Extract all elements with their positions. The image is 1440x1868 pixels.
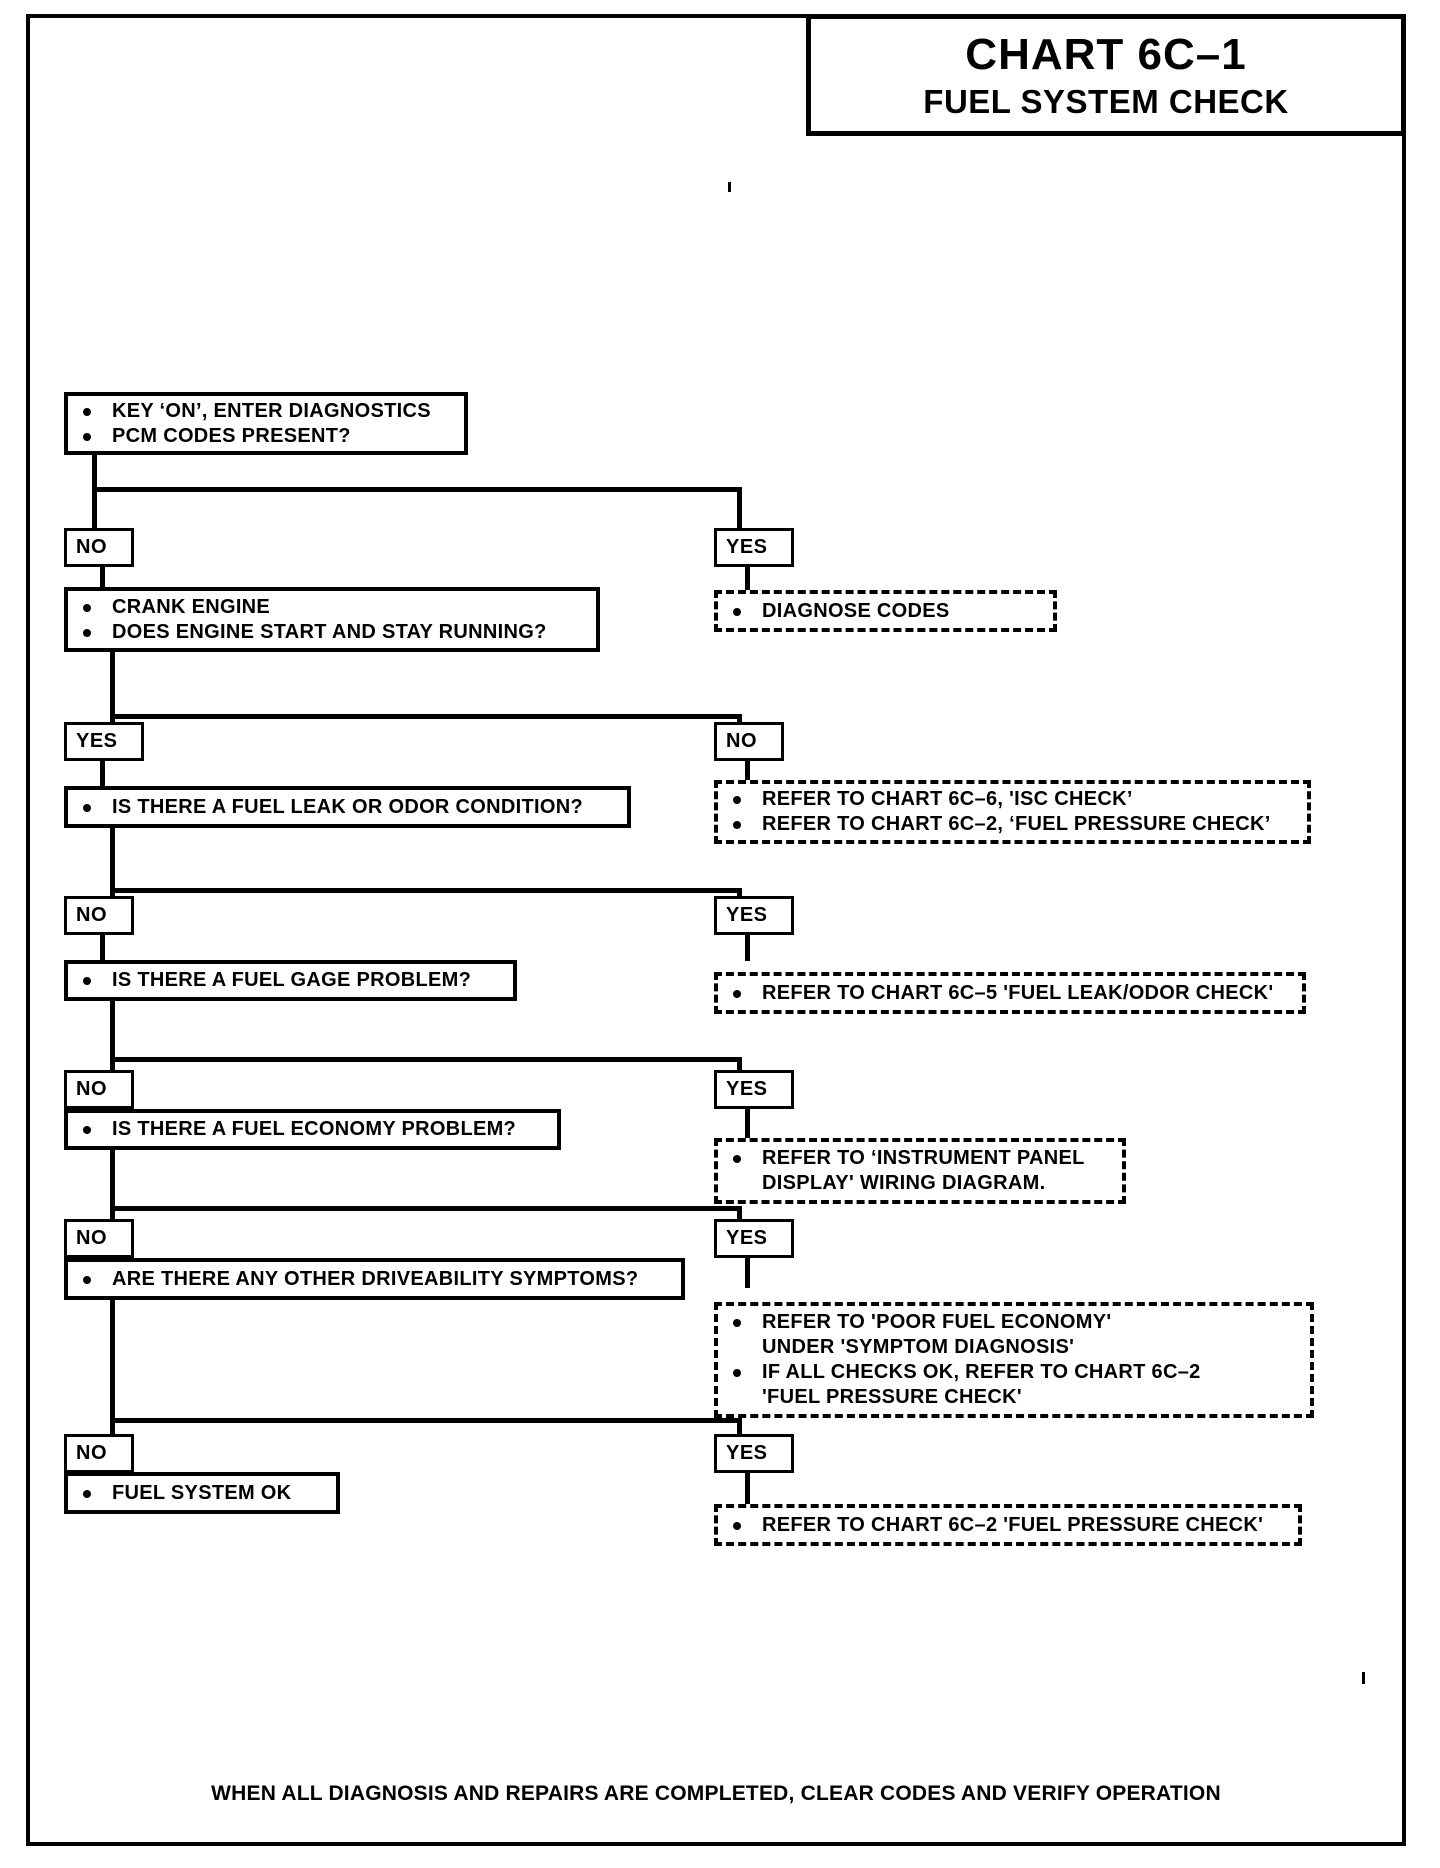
- footer-note: WHEN ALL DIAGNOSIS AND REPAIRS ARE COMPL…: [211, 1782, 1221, 1805]
- step-line: IS THERE A FUEL ECONOMY PROBLEM?: [68, 1117, 557, 1142]
- step-line: FUEL SYSTEM OK: [68, 1481, 336, 1506]
- action-line: DISPLAY' WIRING DIAGRAM.: [762, 1172, 1046, 1194]
- branch-label-text: NO: [76, 536, 107, 558]
- step-line: ARE THERE ANY OTHER DRIVEABILITY SYMPTOM…: [68, 1267, 681, 1292]
- branch-label-no-3: NO: [64, 896, 134, 935]
- branch-label-text: YES: [76, 730, 118, 752]
- connector-yes1-to-action1: [745, 567, 750, 600]
- step-box-fuel-leak-odor: IS THERE A FUEL LEAK OR ODOR CONDITION?: [64, 786, 631, 828]
- branch-label-yes-5: YES: [714, 1219, 794, 1258]
- branch-label-text: YES: [726, 904, 768, 926]
- action-line: REFER TO CHART 6C–2, ‘FUEL PRESSURE CHEC…: [718, 812, 1307, 837]
- connector-split2: [110, 714, 742, 719]
- step-line: IS THERE A FUEL LEAK OR ODOR CONDITION?: [68, 795, 627, 820]
- branch-label-text: YES: [726, 1078, 768, 1100]
- connector-split1-right-down: [737, 487, 742, 534]
- title-block: CHART 6C–1 FUEL SYSTEM CHECK: [806, 14, 1406, 136]
- step-box-crank-engine: CRANK ENGINE DOES ENGINE START AND STAY …: [64, 587, 600, 652]
- connector-split5: [110, 1206, 742, 1211]
- action-box-diagnose-codes: DIAGNOSE CODES: [714, 590, 1057, 632]
- chart-number: CHART 6C–1: [965, 29, 1247, 79]
- branch-label-yes-6: YES: [714, 1434, 794, 1473]
- branch-label-no-6: NO: [64, 1434, 134, 1473]
- connector-step6-down: [110, 1300, 115, 1418]
- connector-split1: [92, 487, 742, 492]
- action-line: REFER TO CHART 6C–5 'FUEL LEAK/ODOR CHEC…: [718, 981, 1302, 1006]
- connector-yes6-to-action6: [745, 1472, 750, 1504]
- chart-name: FUEL SYSTEM CHECK: [923, 82, 1289, 120]
- step-box-fuel-gage: IS THERE A FUEL GAGE PROBLEM?: [64, 960, 517, 1001]
- branch-label-text: NO: [76, 904, 107, 926]
- connector-step5-down: [110, 1150, 115, 1206]
- branch-label-text: YES: [726, 1227, 768, 1249]
- connector-no3-to-step4: [100, 929, 105, 961]
- step-box-driveability-symptoms: ARE THERE ANY OTHER DRIVEABILITY SYMPTOM…: [64, 1258, 685, 1300]
- branch-label-no-5: NO: [64, 1219, 134, 1258]
- step-line: KEY ‘ON’, ENTER DIAGNOSTICS: [68, 399, 464, 424]
- step-box-fuel-system-ok: FUEL SYSTEM OK: [64, 1472, 340, 1514]
- branch-label-text: NO: [76, 1078, 107, 1100]
- branch-label-text: NO: [726, 730, 757, 752]
- action-box-fuel-leak-odor-check: REFER TO CHART 6C–5 'FUEL LEAK/ODOR CHEC…: [714, 972, 1306, 1014]
- action-line: REFER TO 'POOR FUEL ECONOMY': [718, 1310, 1310, 1335]
- step-line: IS THERE A FUEL GAGE PROBLEM?: [68, 968, 513, 993]
- action-line: DIAGNOSE CODES: [718, 599, 1053, 624]
- connector-split5-left-down: [110, 1206, 115, 1224]
- branch-label-no-1: NO: [64, 528, 134, 567]
- action-box-fuel-pressure-check: REFER TO CHART 6C–2 'FUEL PRESSURE CHECK…: [714, 1504, 1302, 1546]
- connector-split6-left-down: [110, 1418, 115, 1440]
- connector-split6-right-down: [737, 1418, 742, 1440]
- action-box-isc-fuel-pressure: REFER TO CHART 6C–6, 'ISC CHECK’ REFER T…: [714, 780, 1311, 844]
- branch-label-yes-2: YES: [64, 722, 144, 761]
- branch-label-text: YES: [726, 536, 768, 558]
- connector-split4-left-down: [110, 1057, 115, 1075]
- step-line: PCM CODES PRESENT?: [68, 424, 464, 449]
- action-line: 'FUEL PRESSURE CHECK': [762, 1386, 1022, 1408]
- branch-label-yes-1: YES: [714, 528, 794, 567]
- step-box-key-on: KEY ‘ON’, ENTER DIAGNOSTICS PCM CODES PR…: [64, 392, 468, 455]
- branch-label-yes-4: YES: [714, 1070, 794, 1109]
- branch-label-text: NO: [76, 1442, 107, 1464]
- connector-split1-left-down: [92, 487, 97, 534]
- action-line: REFER TO CHART 6C–6, 'ISC CHECK’: [718, 787, 1307, 812]
- page-border: [26, 14, 1406, 1846]
- scan-speck: [1362, 1672, 1365, 1684]
- connector-step4-down: [110, 1001, 115, 1057]
- branch-label-text: YES: [726, 1442, 768, 1464]
- step-line: DOES ENGINE START AND STAY RUNNING?: [68, 620, 596, 645]
- connector-step2-down: [110, 652, 115, 714]
- step-line: CRANK ENGINE: [68, 595, 596, 620]
- scan-speck: [728, 182, 731, 192]
- action-line: REFER TO ‘INSTRUMENT PANEL: [718, 1146, 1122, 1171]
- branch-label-text: NO: [76, 1227, 107, 1249]
- connector-split4-right-down: [737, 1057, 742, 1075]
- connector-yes5-to-action5: [745, 1256, 750, 1288]
- branch-label-yes-3: YES: [714, 896, 794, 935]
- connector-step3-down: [110, 828, 115, 888]
- connector-yes3-to-action3: [745, 929, 750, 961]
- connector-split5-right-down: [737, 1206, 742, 1224]
- action-box-instrument-panel-wiring: REFER TO ‘INSTRUMENT PANEL DISPLAY' WIRI…: [714, 1138, 1126, 1204]
- action-box-poor-fuel-economy: REFER TO 'POOR FUEL ECONOMY' UNDER 'SYMP…: [714, 1302, 1314, 1418]
- connector-split3: [110, 888, 742, 893]
- branch-label-no-4: NO: [64, 1070, 134, 1109]
- connector-yes4-to-action4: [745, 1107, 750, 1139]
- connector-no1-to-step2: [100, 567, 105, 600]
- action-line: IF ALL CHECKS OK, REFER TO CHART 6C–2: [718, 1360, 1310, 1385]
- step-box-fuel-economy: IS THERE A FUEL ECONOMY PROBLEM?: [64, 1109, 561, 1150]
- branch-label-no-2: NO: [714, 722, 784, 761]
- connector-split6: [110, 1418, 742, 1423]
- connector-no2-to-action2: [745, 757, 750, 789]
- connector-yes2-to-step3: [100, 757, 105, 789]
- connector-split4: [110, 1057, 742, 1062]
- action-line: REFER TO CHART 6C–2 'FUEL PRESSURE CHECK…: [718, 1513, 1298, 1538]
- action-line: UNDER 'SYMPTOM DIAGNOSIS': [762, 1336, 1075, 1358]
